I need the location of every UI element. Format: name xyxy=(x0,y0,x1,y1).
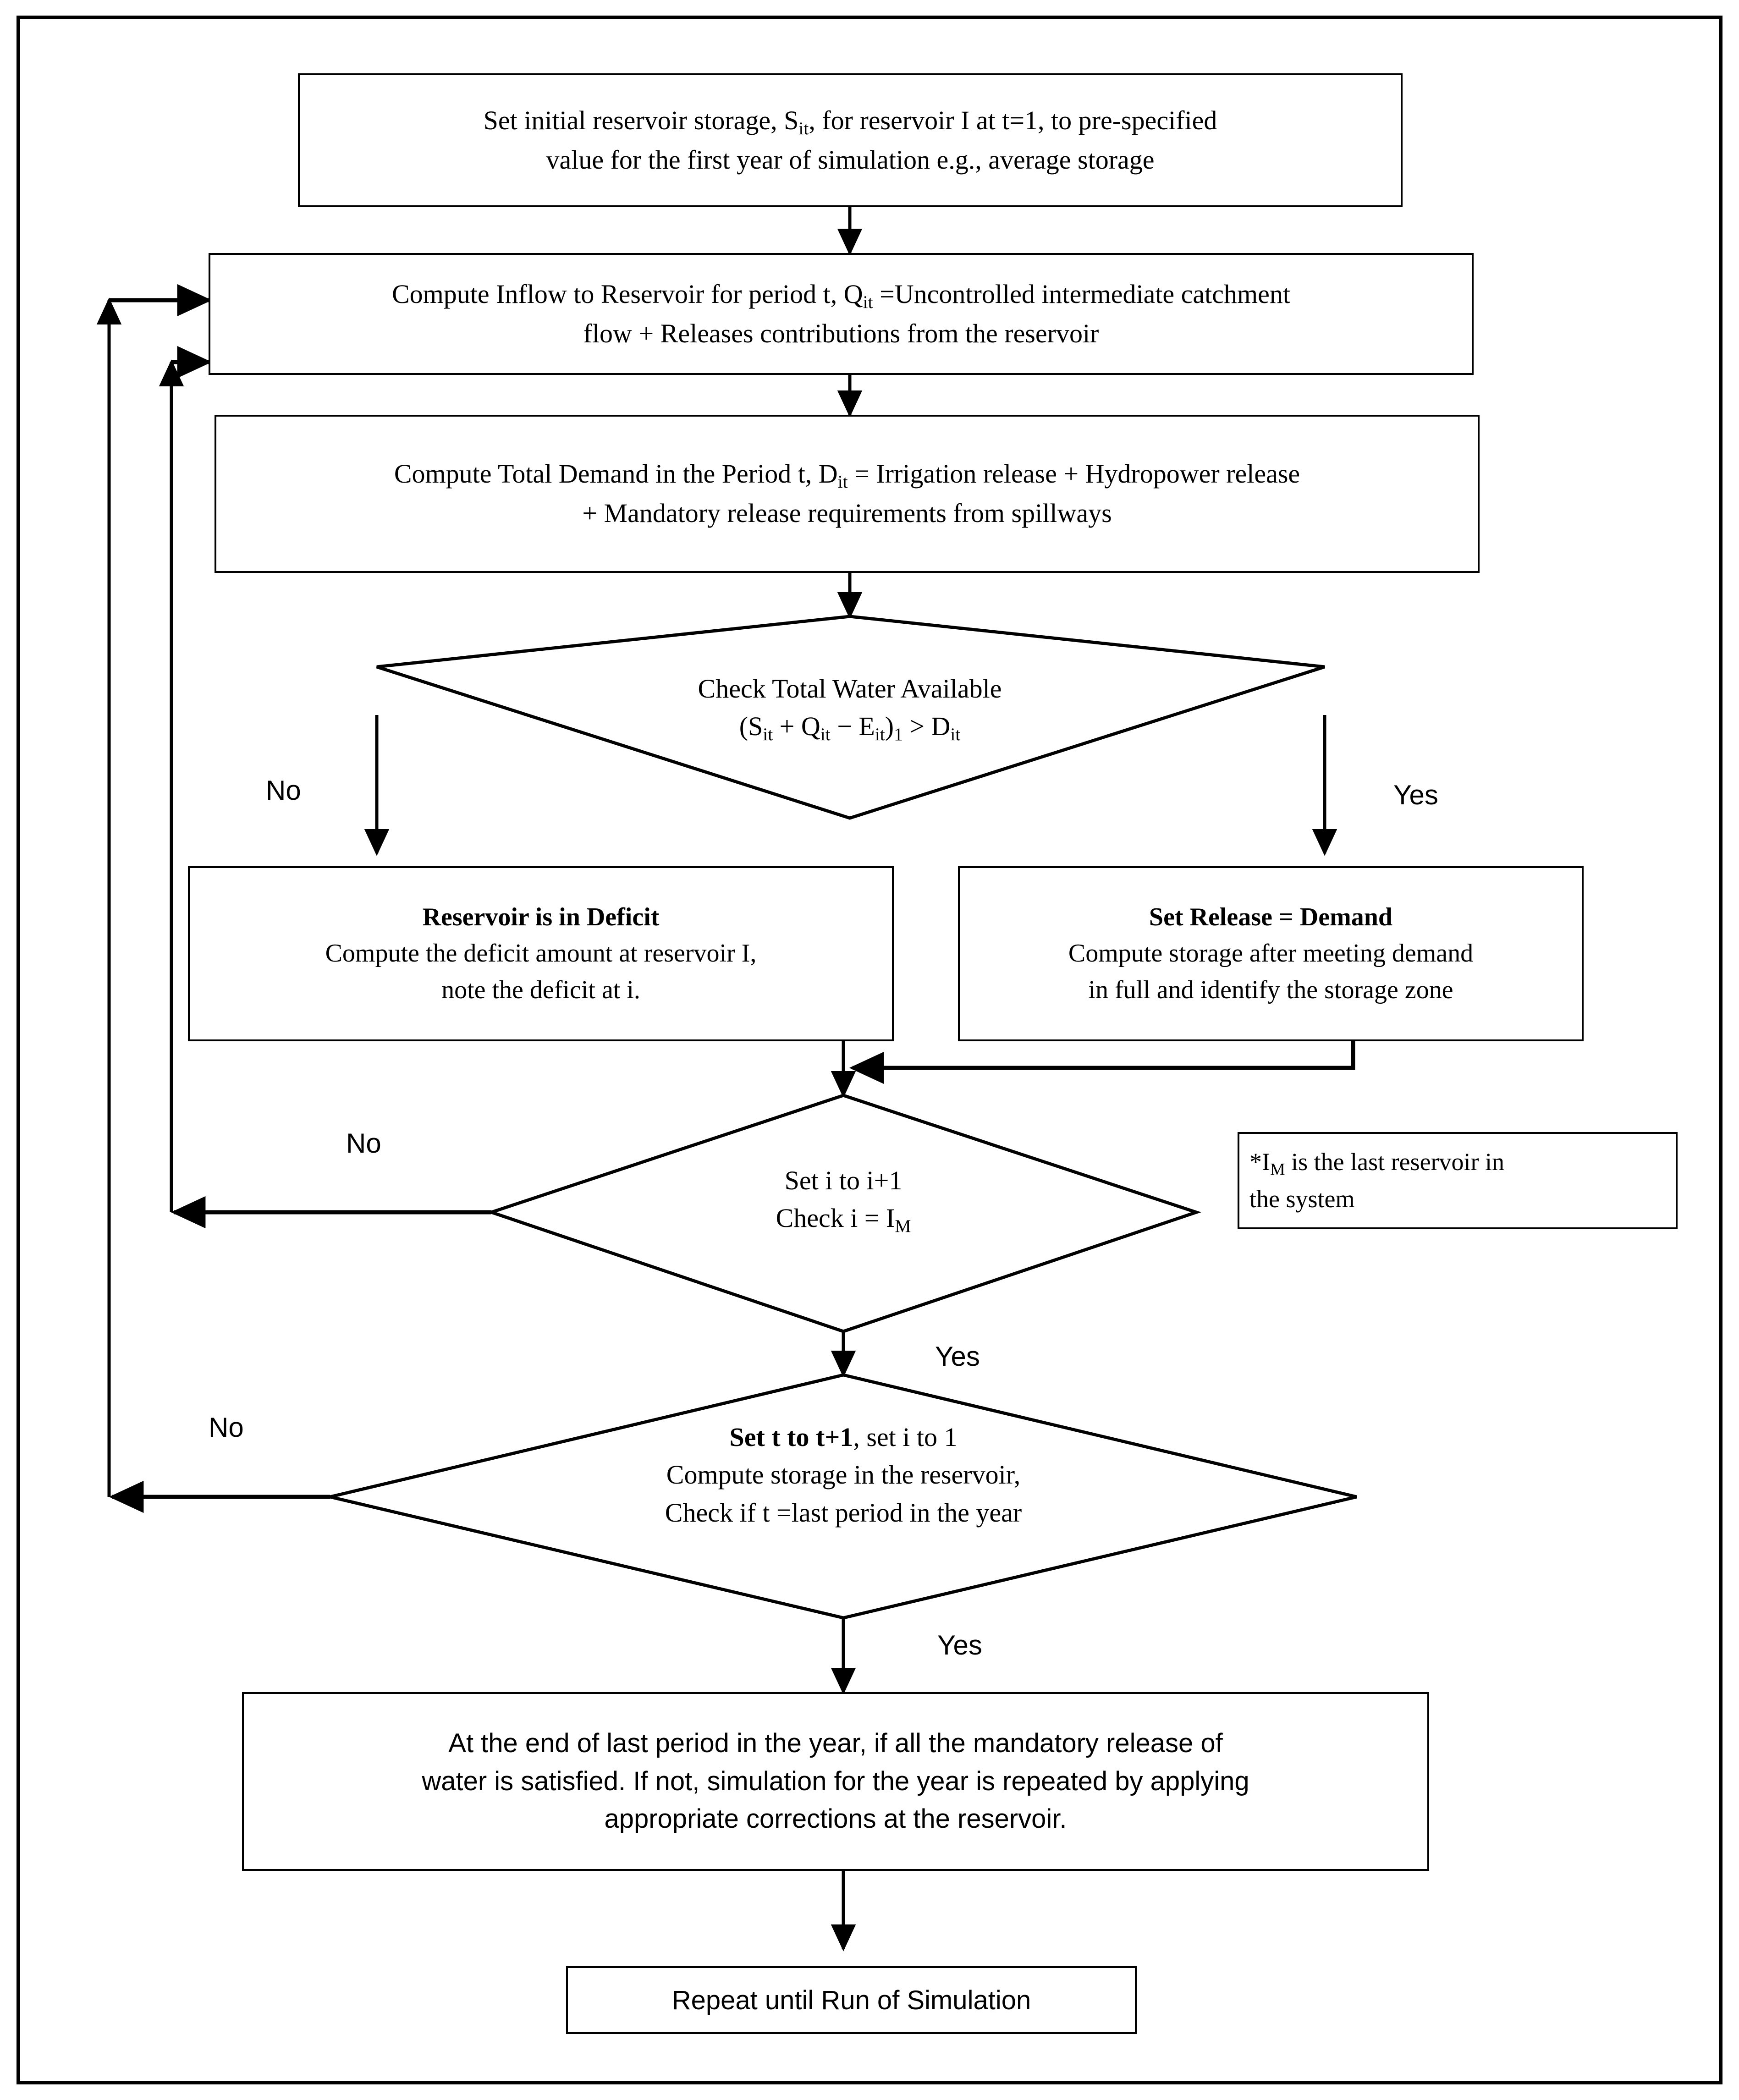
check-water-line2: (Sit + Qit − Eit)1 > Dit xyxy=(739,711,961,745)
label-increment-t-yes: Yes xyxy=(937,1630,982,1660)
year-end-box[interactable]: At the end of last period in the year, i… xyxy=(242,1692,1429,1871)
increment-i-line1: Set i to i+1 xyxy=(784,1165,903,1195)
release-box[interactable]: Set Release = Demand Compute storage aft… xyxy=(958,866,1584,1041)
increment-t-line3: Check if t =last period in the year xyxy=(665,1497,1022,1528)
increment-t-line2: Compute storage in the reservoir, xyxy=(666,1460,1021,1490)
repeat-box[interactable]: Repeat until Run of Simulation xyxy=(566,1966,1137,2034)
label-increment-t-no: No xyxy=(209,1412,244,1443)
increment-t-diamond-shape xyxy=(330,1373,1357,1620)
start-box[interactable]: Set initial reservoir storage, Sit, for … xyxy=(298,73,1403,207)
release-box-line3: in full and identify the storage zone xyxy=(1088,975,1453,1004)
check-water-line1: Check Total Water Available xyxy=(698,674,1002,704)
demand-box[interactable]: Compute Total Demand in the Period t, Di… xyxy=(215,415,1480,573)
inflow-box-line2: flow + Releases contributions from the r… xyxy=(583,318,1099,348)
increment-t-line1: Set t to t+1, set i to 1 xyxy=(729,1422,958,1452)
start-box-line2: value for the first year of simulation e… xyxy=(546,144,1155,175)
increment-i-line2: Check i = IM xyxy=(776,1203,911,1237)
deficit-box[interactable]: Reservoir is in Deficit Compute the defi… xyxy=(188,866,894,1041)
check-water-diamond-label[interactable]: Check Total Water Available (Sit + Qit −… xyxy=(552,670,1148,747)
inflow-box-line1: Compute Inflow to Reservoir for period t… xyxy=(391,279,1290,312)
repeat-box-label: Repeat until Run of Simulation xyxy=(671,1985,1031,2015)
inflow-box[interactable]: Compute Inflow to Reservoir for period t… xyxy=(209,253,1474,375)
release-box-line2: Compute storage after meeting demand xyxy=(1068,939,1474,968)
year-end-line3: appropriate corrections at the reservoir… xyxy=(604,1804,1067,1834)
note-box[interactable]: *IM is the last reservoir in the system xyxy=(1238,1132,1678,1229)
label-check-water-no: No xyxy=(266,775,301,806)
label-increment-i-no: No xyxy=(346,1128,381,1159)
increment-i-diamond-shape xyxy=(486,1094,1202,1333)
release-box-heading: Set Release = Demand xyxy=(1149,902,1393,931)
demand-box-line1: Compute Total Demand in the Period t, Di… xyxy=(394,459,1300,492)
increment-i-diamond-label[interactable]: Set i to i+1 Check i = IM xyxy=(660,1162,1027,1239)
deficit-box-heading: Reservoir is in Deficit xyxy=(422,902,660,931)
year-end-line2: water is satisfied. If not, simulation f… xyxy=(422,1766,1249,1796)
page-border xyxy=(17,16,1722,2084)
label-check-water-yes: Yes xyxy=(1393,780,1438,810)
note-box-line2: the system xyxy=(1249,1185,1355,1213)
note-box-line1: *IM is the last reservoir in xyxy=(1249,1148,1505,1179)
deficit-box-line2: Compute the deficit amount at reservoir … xyxy=(325,939,757,968)
label-increment-i-yes: Yes xyxy=(935,1341,980,1372)
start-box-line1: Set initial reservoir storage, Sit, for … xyxy=(483,105,1217,138)
check-water-diamond-shape xyxy=(376,615,1326,820)
deficit-box-line3: note the deficit at i. xyxy=(441,975,640,1004)
increment-t-diamond-label[interactable]: Set t to t+1, set i to 1 Compute storage… xyxy=(545,1418,1141,1532)
edge-release-to-merge xyxy=(849,1041,1355,1084)
demand-box-line2: + Mandatory release requirements from sp… xyxy=(582,498,1112,528)
year-end-line1: At the end of last period in the year, i… xyxy=(448,1728,1223,1759)
